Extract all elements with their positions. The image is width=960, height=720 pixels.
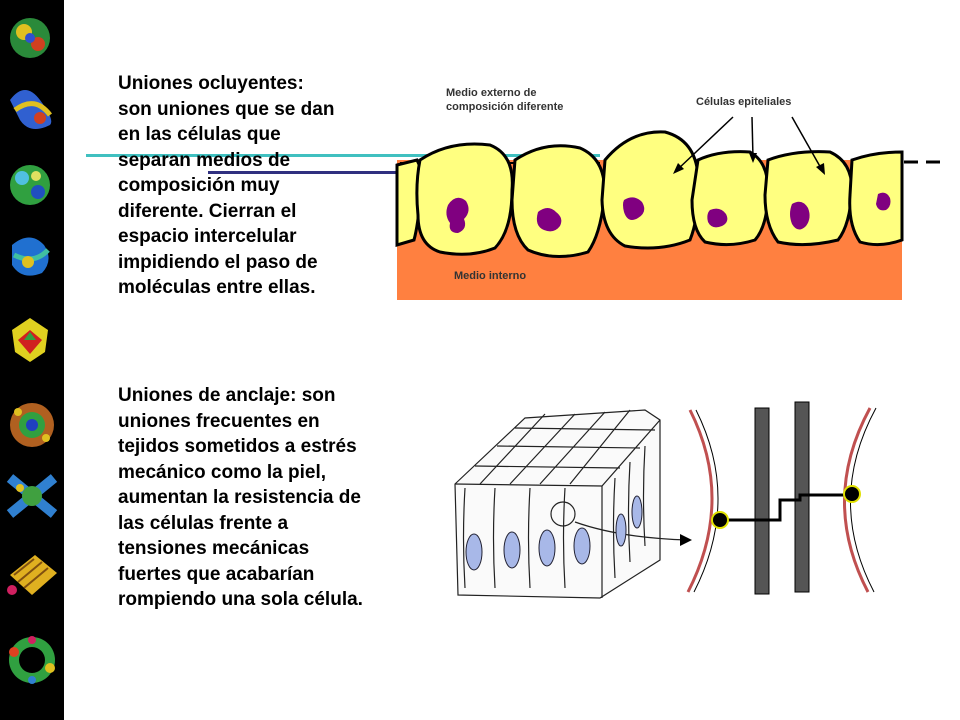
arrow-head xyxy=(680,534,692,546)
cyan-highlight-line xyxy=(86,154,600,157)
pointer-arrow xyxy=(751,116,754,159)
nucleus xyxy=(446,197,469,233)
epithelial-cell xyxy=(848,150,904,247)
external-medium-label-line: Medio externo de xyxy=(446,87,537,99)
text-line: rompiendo una sola célula. xyxy=(118,589,363,610)
tissue-block-illustration xyxy=(454,409,689,599)
arrow-head xyxy=(749,153,757,163)
protein-image-6 xyxy=(10,403,54,447)
nucleus xyxy=(876,192,891,211)
protein-image-3 xyxy=(10,165,50,205)
external-medium-label-line: composición diferente xyxy=(446,101,564,113)
arrow-head xyxy=(673,163,684,174)
protein-image-1 xyxy=(10,18,50,58)
nucleus xyxy=(707,208,728,228)
epithelial-cell xyxy=(510,144,606,258)
text-line: son uniones que se dan xyxy=(118,98,335,120)
epithelial-cell xyxy=(415,142,514,256)
cell-nuclei-blue xyxy=(465,495,643,571)
arrow-head xyxy=(816,163,825,175)
protein-image-4 xyxy=(12,237,50,276)
pointer-arrow xyxy=(676,116,734,171)
text-line: uniones frecuentes en xyxy=(118,410,320,432)
anchoring-junctions-paragraph: Uniones de anclaje: son uniones frecuent… xyxy=(118,383,363,613)
protein-image-7 xyxy=(6,474,58,518)
text-line: composición muy xyxy=(118,175,280,196)
text-line: fuertes que acabarían xyxy=(118,563,315,585)
protein-image-5 xyxy=(12,318,48,362)
protein-image-9 xyxy=(9,636,55,684)
nucleus xyxy=(623,197,645,220)
protein-image-8 xyxy=(7,555,57,595)
epithelial-cells-label: Células epiteliales xyxy=(696,96,792,108)
nucleus xyxy=(790,201,810,230)
tight-junctions-paragraph: Uniones ocluyentes: son uniones que se d… xyxy=(118,71,334,301)
desmosome-illustration xyxy=(686,401,877,595)
protein-image-2 xyxy=(10,90,52,129)
text-line: las células frente a xyxy=(118,512,289,534)
text-line: Uniones ocluyentes: xyxy=(118,73,304,94)
text-line: aumentan la resistencia de xyxy=(118,487,361,508)
text-line: moléculas entre ellas. xyxy=(118,277,316,298)
sidebar-decoration xyxy=(0,0,64,720)
text-line: tejidos sometidos a estrés xyxy=(118,436,357,457)
text-line: diferente. Cierran el xyxy=(118,200,297,222)
pointer-arrow xyxy=(791,116,823,171)
internal-medium-label: Medio interno xyxy=(454,270,527,282)
text-line: mecánico como la piel, xyxy=(118,461,327,483)
text-line: separan medios de xyxy=(118,149,291,171)
nucleus xyxy=(536,208,562,232)
text-line: impidiendo el paso de xyxy=(118,251,318,273)
text-line: espacio intercelular xyxy=(118,226,297,247)
text-line: Uniones de anclaje: son xyxy=(118,385,336,406)
external-medium-label: Medio externo de composición diferente xyxy=(446,86,563,114)
epithelial-cell xyxy=(763,150,854,247)
text-line: en las células que xyxy=(118,124,281,145)
navy-highlight-line xyxy=(208,171,408,174)
text-line: tensiones mecánicas xyxy=(118,538,310,559)
